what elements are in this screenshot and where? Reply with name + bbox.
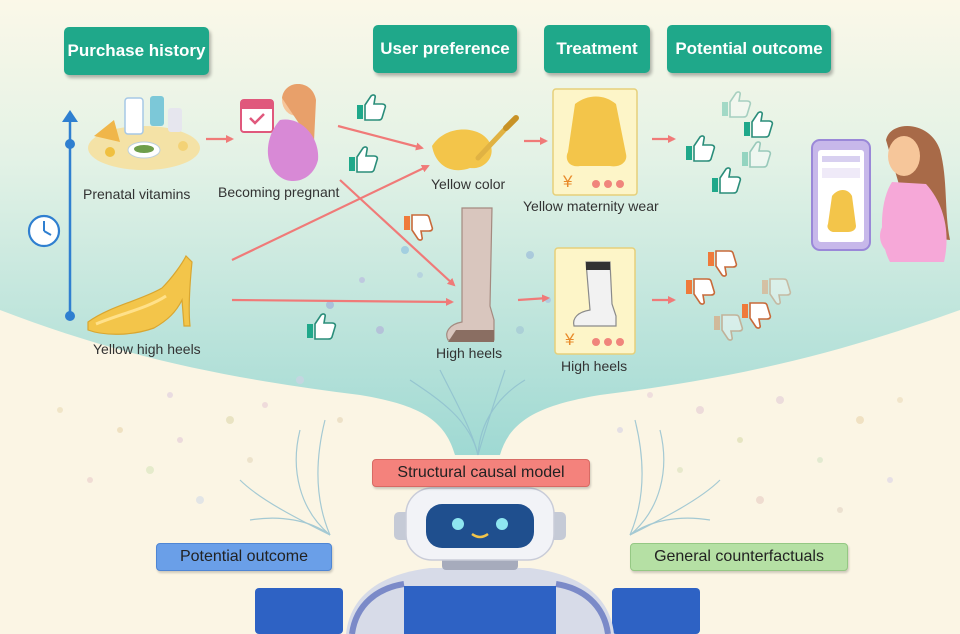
label-yellow-high-heels: Yellow high heels	[93, 341, 201, 357]
yellow-high-heels-icon	[87, 254, 193, 335]
header-treatment: Treatment	[544, 25, 650, 73]
treatment-card-high-heels	[554, 247, 636, 355]
label-high-heels-preference: High heels	[436, 345, 503, 361]
price-symbol: ¥	[563, 172, 573, 191]
general-counterfactuals-tag: General counterfactuals	[630, 543, 848, 571]
potential-outcome-tag: Potential outcome	[156, 543, 332, 571]
label-becoming-pregnant: Becoming pregnant	[218, 184, 340, 200]
robot-illustration	[255, 487, 700, 634]
header-purchase-history: Purchase history	[64, 27, 209, 75]
yellow-paint-icon	[432, 115, 519, 171]
woman-illustration	[880, 126, 950, 262]
causal-arrows	[206, 124, 676, 306]
label-prenatal-vitamins: Prenatal vitamins	[83, 186, 191, 202]
prenatal-vitamins-icon	[88, 96, 200, 170]
label-high-heels-treatment: High heels	[561, 358, 628, 374]
header-potential-outcome: Potential outcome	[667, 25, 831, 73]
pregnant-woman-icon	[240, 84, 319, 182]
treatment-card-maternity-wear	[552, 88, 638, 196]
price-symbol: ¥	[565, 330, 575, 349]
neural-threads	[239, 369, 721, 536]
label-yellow-color: Yellow color	[431, 176, 506, 192]
clock-icon	[27, 214, 61, 248]
tall-boot-icon	[446, 207, 495, 342]
header-user-preference: User preference	[373, 25, 517, 73]
phone-mockup	[811, 139, 871, 251]
timeline	[27, 110, 78, 321]
label-yellow-maternity-wear: Yellow maternity wear	[523, 198, 659, 214]
structural-causal-model-tag: Structural causal model	[372, 459, 590, 487]
